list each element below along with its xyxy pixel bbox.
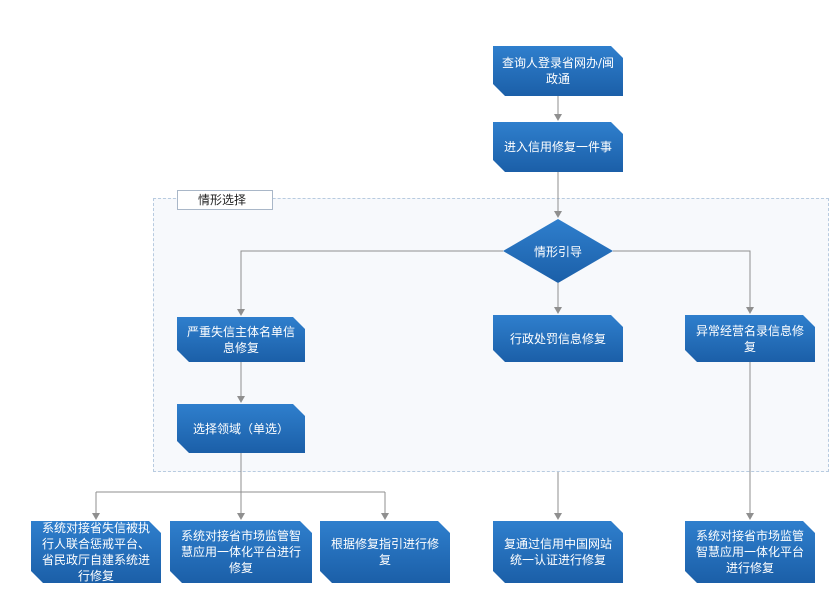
node-login: 查询人登录省网办/闽政通: [493, 46, 623, 96]
node-output-credit-china: 复通过信用中国网站统一认证进行修复: [493, 521, 623, 583]
node-output-joint-punishment: 系统对接省失信被执行人联合惩戒平台、省民政厅自建系统进行修复: [31, 521, 161, 583]
node-select-domain: 选择领域（单选）: [177, 404, 305, 453]
edge-decision-abnormal: [613, 250, 754, 314]
node-output-market-platform-2: 系统对接省市场监管智慧应用一体化平台进行修复: [685, 521, 815, 583]
node-serious-dishonesty: 严重失信主体名单信息修复: [177, 317, 305, 362]
node-output-market-platform-1: 系统对接省市场监管智慧应用一体化平台进行修复: [170, 521, 312, 583]
group-label: 情形选择: [177, 190, 273, 210]
node-admin-penalty: 行政处罚信息修复: [493, 315, 623, 362]
node-enter-credit-repair: 进入信用修复一件事: [493, 122, 623, 172]
node-abnormal-operation: 异常经营名录信息修复: [685, 315, 815, 362]
node-output-repair-guide: 根据修复指引进行修复: [320, 521, 450, 583]
edge-decision-serious: [237, 250, 503, 316]
